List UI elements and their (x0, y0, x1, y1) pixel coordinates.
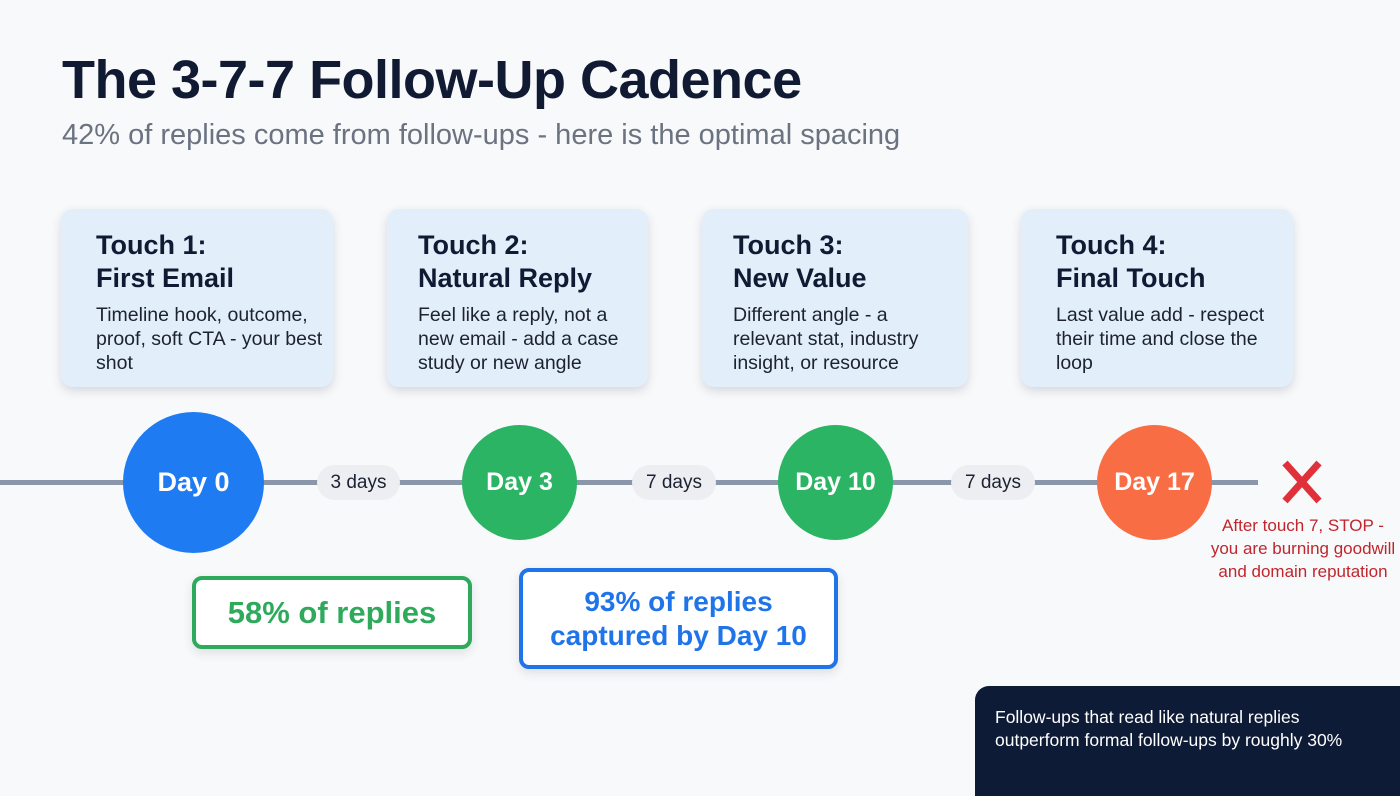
touch-number: Touch 4: (1056, 230, 1167, 260)
stat-58-percent: 58% of replies (192, 576, 472, 649)
day-label: Day 3 (486, 468, 553, 496)
stat-text: 58% of replies (227, 594, 437, 630)
touch-card-1: Touch 1: First Email Timeline hook, outc… (61, 209, 333, 387)
day-0-marker: Day 0 (123, 412, 264, 553)
day-label: Day 10 (795, 468, 876, 496)
page-title: The 3-7-7 Follow-Up Cadence (62, 50, 802, 110)
day-3-marker: Day 3 (462, 425, 577, 540)
stop-note: After touch 7, STOP - you are burning go… (1210, 516, 1396, 581)
day-label: Day 0 (157, 467, 230, 497)
page-subtitle: 42% of replies come from follow-ups - he… (62, 119, 901, 151)
touch-number: Touch 1: (96, 230, 207, 260)
touch-card-title: Touch 2: Natural Reply (418, 229, 648, 295)
day-17-marker: Day 17 (1097, 425, 1212, 540)
touch-card-3: Touch 3: New Value Different angle - a r… (702, 209, 968, 387)
footer-line: Follow-ups that read like natural replie… (995, 707, 1300, 727)
touch-card-title: Touch 4: Final Touch (1056, 229, 1293, 295)
touch-number: Touch 3: (733, 230, 844, 260)
touch-name: Final Touch (1056, 263, 1206, 293)
stat-text-line1: 93% of replies (584, 585, 773, 617)
touch-card-description: Different angle - a relevant stat, indus… (733, 304, 919, 374)
x-icon (1282, 460, 1322, 504)
day-label: Day 17 (1114, 468, 1195, 496)
gap-label: 7 days (632, 465, 716, 500)
footer-line: outperform formal follow-ups by roughly … (995, 730, 1343, 750)
touch-name: New Value (733, 263, 867, 293)
stat-text-line2: captured by Day 10 (550, 619, 807, 651)
gap-label: 7 days (951, 465, 1035, 500)
stat-93-percent: 93% of replies captured by Day 10 (519, 568, 838, 669)
touch-card-2: Touch 2: Natural Reply Feel like a reply… (387, 209, 648, 387)
touch-card-description: Timeline hook, outcome, proof, soft CTA … (96, 304, 323, 374)
day-10-marker: Day 10 (778, 425, 893, 540)
touch-card-description: Last value add - respect their time and … (1056, 304, 1265, 374)
touch-name: Natural Reply (418, 263, 593, 293)
timeline-line (0, 480, 1258, 485)
touch-card-title: Touch 1: First Email (96, 229, 333, 295)
touch-card-description: Feel like a reply, not a new email - add… (418, 304, 619, 374)
touch-number: Touch 2: (418, 230, 529, 260)
touch-card-title: Touch 3: New Value (733, 229, 968, 295)
gap-label: 3 days (317, 465, 400, 500)
touch-name: First Email (96, 263, 235, 293)
footer-insight: Follow-ups that read like natural replie… (975, 686, 1400, 796)
touch-card-4: Touch 4: Final Touch Last value add - re… (1021, 209, 1293, 387)
